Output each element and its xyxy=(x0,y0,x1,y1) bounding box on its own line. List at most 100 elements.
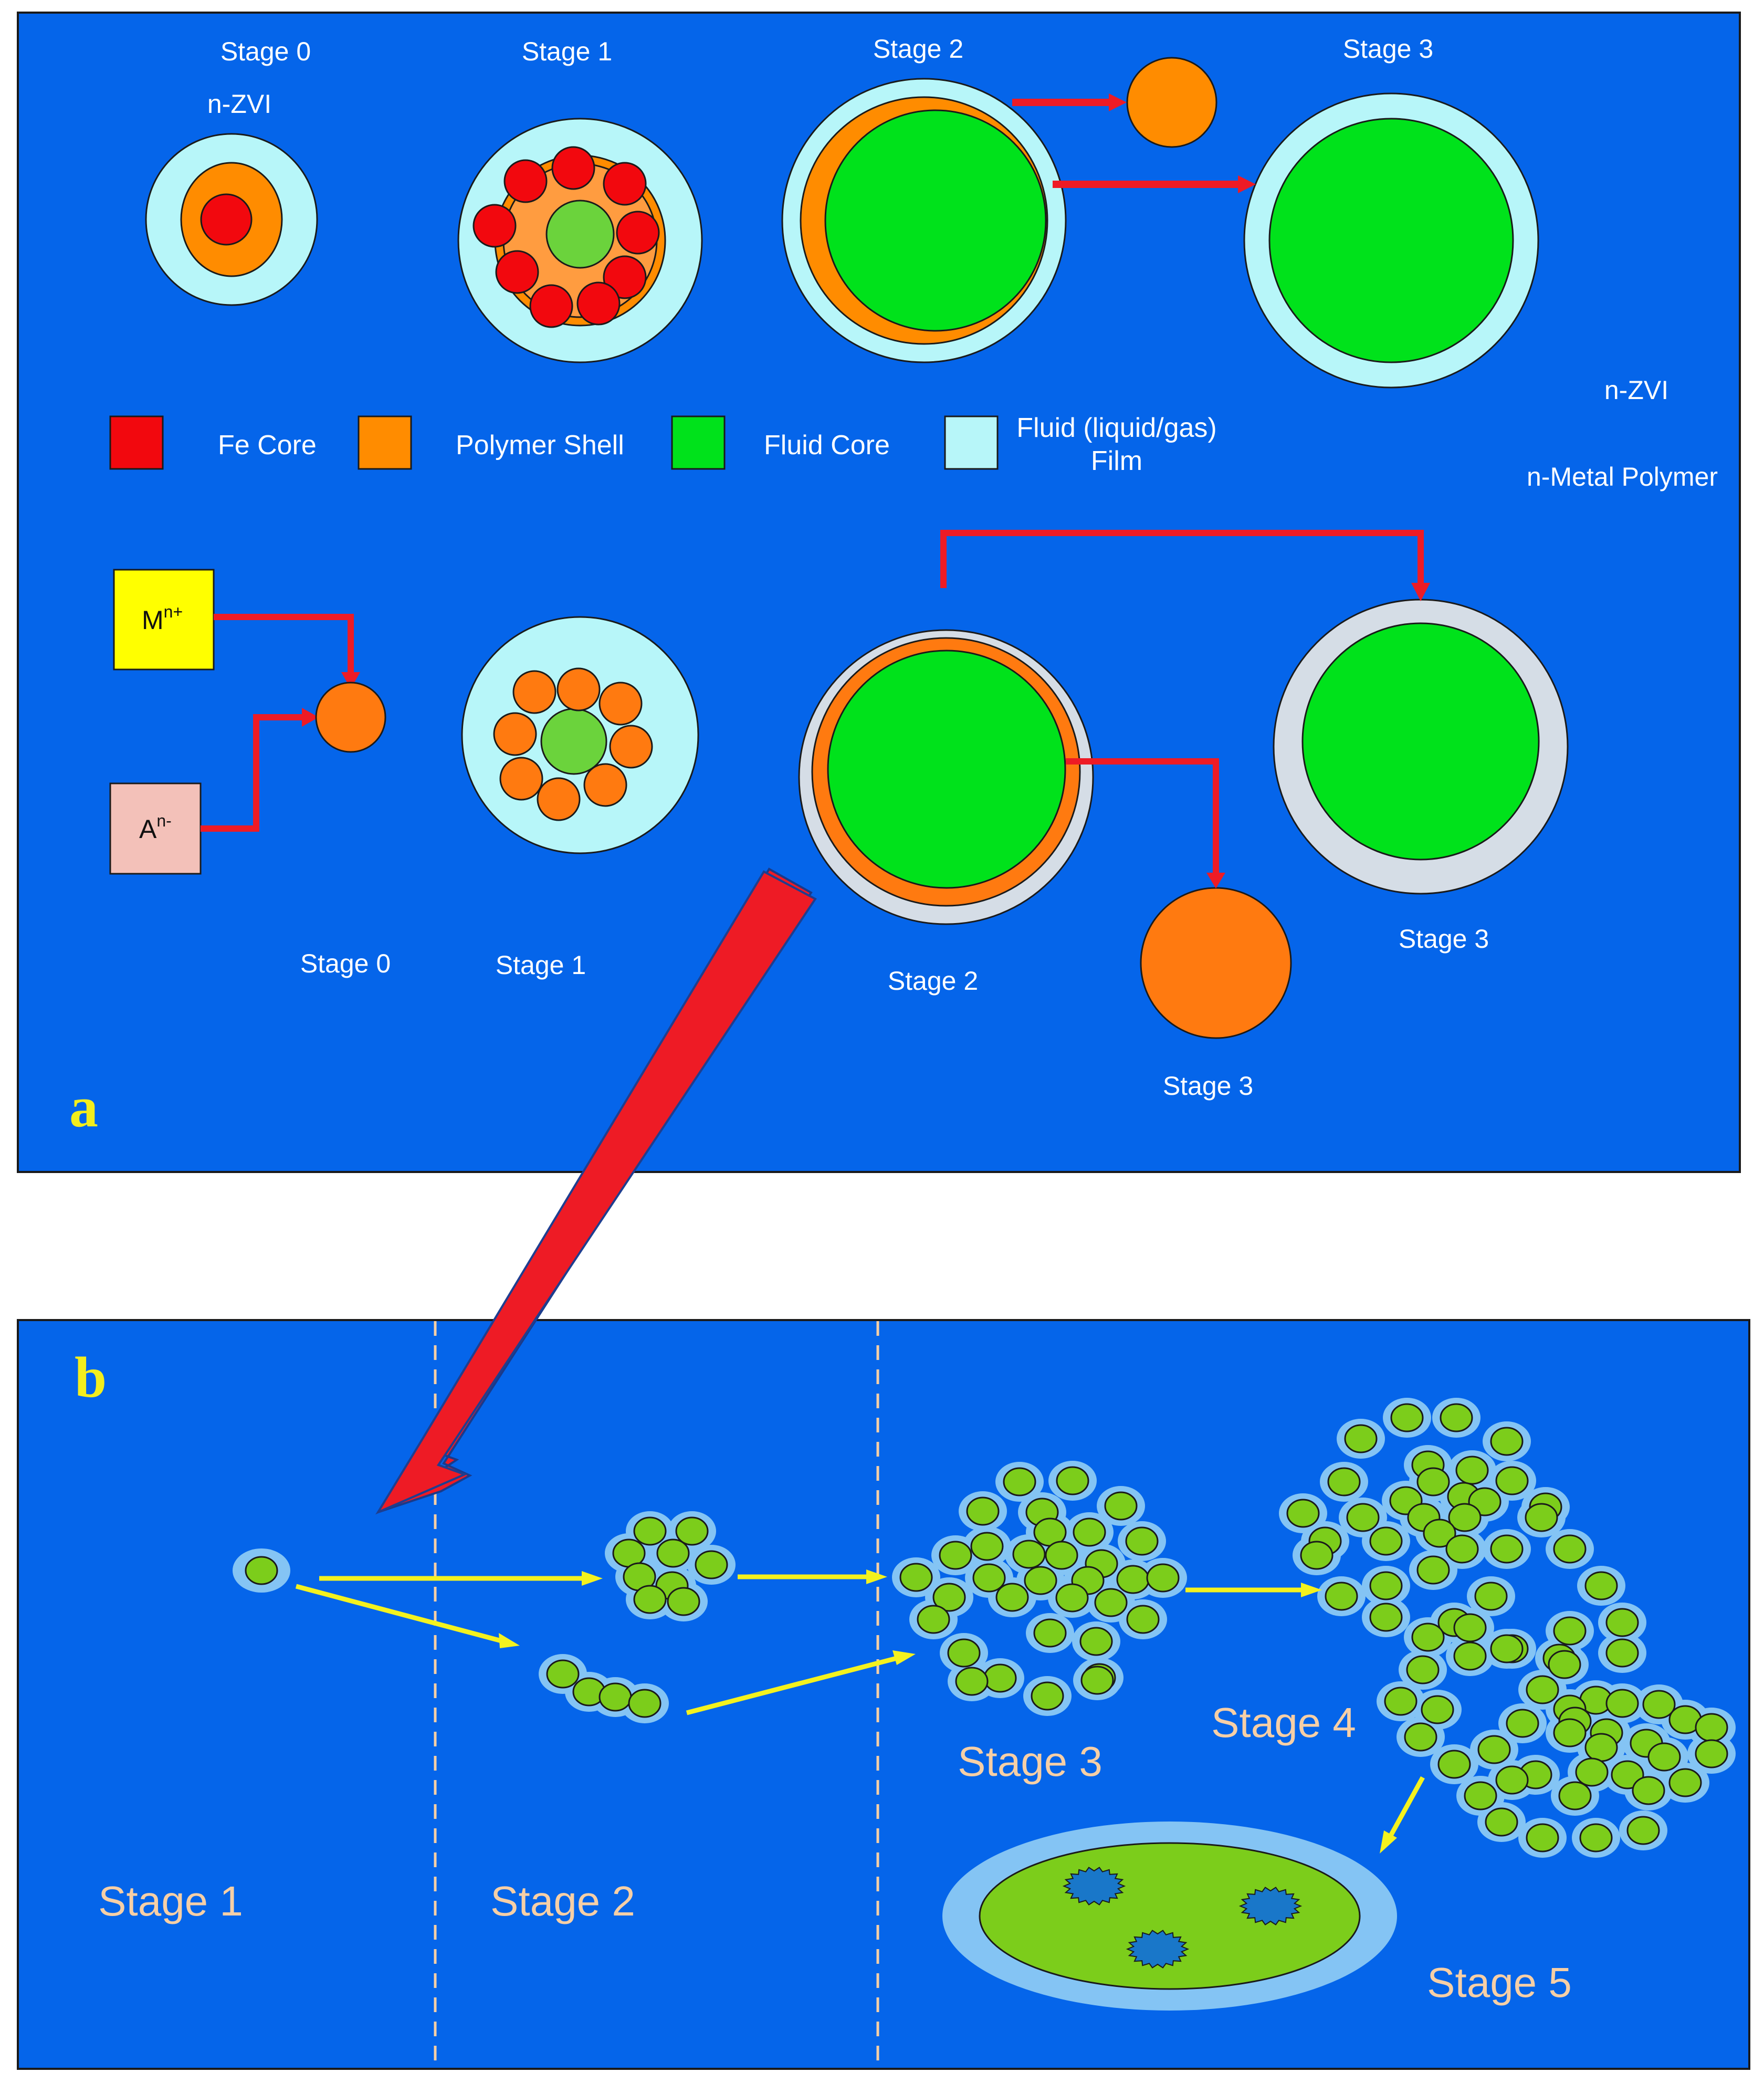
legend-swatch-fluid-film xyxy=(944,415,999,470)
particle-core xyxy=(1003,1467,1036,1496)
polymer-unit xyxy=(499,757,543,801)
nmetal-polymer-side-label: n-Metal Polymer xyxy=(1527,462,1718,491)
particle-core xyxy=(1073,1517,1106,1547)
particle-core xyxy=(1421,1695,1454,1724)
particle-core xyxy=(1553,1718,1587,1747)
stage4-cluster xyxy=(1279,1398,1736,1858)
particle-core xyxy=(1411,1623,1445,1652)
particle-core xyxy=(1477,1735,1511,1764)
particle-core xyxy=(966,1496,1000,1526)
top-stage3-particle xyxy=(1243,92,1539,389)
particle-core xyxy=(1327,1467,1361,1496)
stage2-cluster-round xyxy=(605,1511,736,1621)
top-row-arrows xyxy=(1012,93,1256,193)
svg-text:Mn+: Mn+ xyxy=(142,602,183,635)
fe-core xyxy=(616,211,660,255)
particle-core xyxy=(1453,1641,1487,1671)
panel-b-stage2-label: Stage 2 xyxy=(490,1878,635,1924)
particle-core xyxy=(1611,1760,1644,1789)
particle-core xyxy=(1116,1565,1150,1594)
particle-core xyxy=(1695,1739,1728,1768)
bottom-stage3-bottom-label: Stage 3 xyxy=(1163,1071,1253,1101)
fe-core xyxy=(200,193,253,246)
ejected-polymer-particle-large xyxy=(1140,887,1292,1039)
polymer-unit xyxy=(609,725,653,769)
particle-core xyxy=(1404,1722,1437,1752)
particle-core xyxy=(1055,1583,1089,1613)
particle-core xyxy=(1605,1689,1639,1718)
particle-core xyxy=(1286,1499,1320,1528)
particle-core xyxy=(1423,1519,1456,1548)
inclusion-star xyxy=(1126,1930,1190,1969)
particle-core xyxy=(1647,1742,1681,1772)
particle-core xyxy=(1490,1427,1524,1456)
particle-core xyxy=(1695,1713,1728,1742)
particle-core xyxy=(1384,1687,1418,1716)
particle-core xyxy=(1300,1541,1334,1570)
red-arrow-head xyxy=(1109,93,1127,111)
particle-core xyxy=(1104,1491,1138,1521)
single-particle xyxy=(233,1548,290,1593)
bottom-stage0-label: Stage 0 xyxy=(300,949,391,978)
polymer-unit xyxy=(583,763,627,807)
particle-core xyxy=(1369,1603,1403,1632)
particle-core xyxy=(1448,1503,1482,1532)
particle-core xyxy=(1558,1781,1592,1810)
particle-core xyxy=(1126,1605,1160,1634)
particle-core xyxy=(1406,1655,1440,1684)
big-red-arrow xyxy=(375,867,817,1515)
particle-core xyxy=(1506,1709,1539,1738)
particle-core xyxy=(1031,1681,1064,1711)
particle-core xyxy=(1525,1503,1558,1532)
particle-core xyxy=(1440,1403,1473,1432)
inclusion-star xyxy=(1062,1867,1126,1906)
particle-core xyxy=(1416,1555,1450,1585)
legend-label-fe-core: Fe Core xyxy=(218,430,317,460)
particle-core xyxy=(1584,1733,1618,1762)
fluid-core xyxy=(827,650,1066,889)
polymer-unit xyxy=(537,777,581,821)
particle-core xyxy=(1437,1750,1471,1779)
particle-core xyxy=(1495,1765,1529,1795)
panel-b-stage1-label: Stage 1 xyxy=(98,1878,243,1924)
particle-core xyxy=(1445,1534,1479,1564)
particle-core xyxy=(1024,1566,1057,1595)
particle-core xyxy=(1584,1571,1618,1600)
top-stage0-sub-label: n-ZVI xyxy=(207,89,271,119)
panel-a-letter: a xyxy=(69,1075,98,1139)
nucleus-particle xyxy=(315,682,386,753)
particle-core xyxy=(899,1563,933,1592)
particle-core xyxy=(1464,1781,1497,1810)
particle-core xyxy=(1079,1627,1113,1656)
ion-arrows xyxy=(201,614,360,832)
particle-core xyxy=(1553,1616,1587,1646)
bottom-stage3-right-label: Stage 3 xyxy=(1399,924,1489,954)
top-stage2-particle xyxy=(781,78,1067,363)
fe-core xyxy=(551,146,595,190)
particle-core xyxy=(1045,1541,1078,1570)
nzvi-side-label: n-ZVI xyxy=(1604,375,1668,405)
polymer-unit xyxy=(493,712,537,756)
particle-core xyxy=(1548,1650,1581,1679)
particle-core xyxy=(995,1583,1029,1612)
particle-core xyxy=(633,1585,667,1614)
particle-core xyxy=(1453,1613,1487,1642)
particle-core xyxy=(947,1638,981,1668)
panel-b-background xyxy=(17,1319,1750,2070)
polymer-unit xyxy=(512,670,556,714)
fluid-core-inner xyxy=(540,708,607,775)
particle-core xyxy=(1346,1503,1380,1532)
panel-b-letter: b xyxy=(75,1345,107,1409)
legend-swatch-fluid-core xyxy=(671,415,726,470)
top-stage0-label: Stage 0 xyxy=(220,37,311,66)
particle-core xyxy=(633,1516,667,1546)
svg-text:An-: An- xyxy=(139,811,172,844)
panel-a: Stage 0 n-ZVI Stage 1 Stage 2 Stage 3 xyxy=(17,12,1741,1173)
particle-core xyxy=(1632,1776,1665,1805)
legend-swatch-polymer-shell xyxy=(358,415,412,470)
panel-b-stage4-label: Stage 4 xyxy=(1211,1699,1356,1746)
legend-label-polymer-shell: Polymer Shell xyxy=(456,430,624,460)
panel-b-stage5-label: Stage 5 xyxy=(1427,1959,1572,2006)
particle-core xyxy=(917,1605,950,1634)
